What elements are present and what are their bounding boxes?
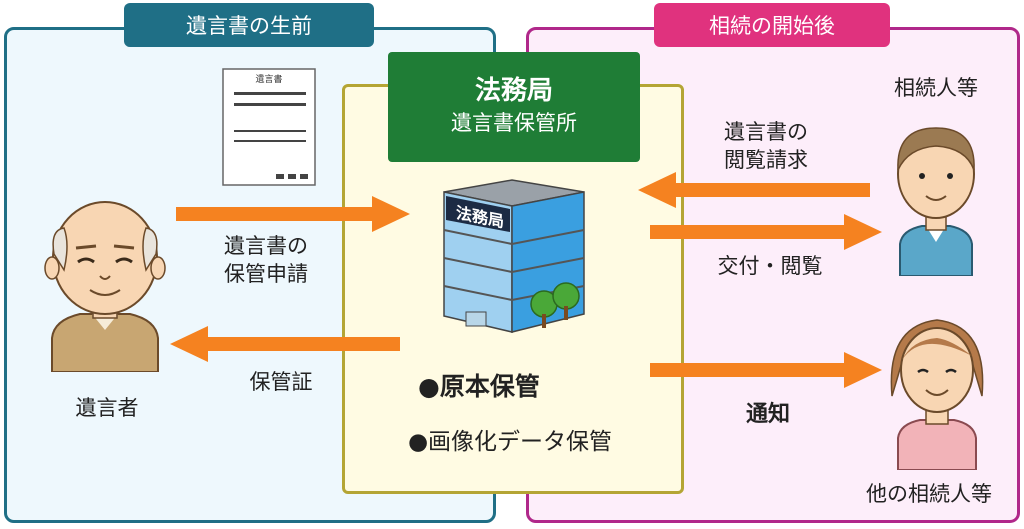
feature-original: ●原本保管 xyxy=(418,372,540,401)
office-title: 法務局 xyxy=(474,76,553,107)
application-arrow xyxy=(176,196,410,232)
office-building-icon: 法務局 xyxy=(436,172,596,338)
notice-label: 通知 xyxy=(746,402,791,427)
document-title: 遺言書 xyxy=(255,73,282,85)
delivery-label: 交付・閲覧 xyxy=(717,254,823,278)
heir-man-icon xyxy=(886,112,986,276)
certificate-label: 保管証 xyxy=(249,370,313,394)
before-section-title: 遺言書の生前 xyxy=(124,3,374,47)
delivery-arrow xyxy=(650,214,882,250)
feature-image-data: ●画像化データ保管 xyxy=(407,429,613,455)
request-arrow xyxy=(638,172,870,208)
heir-label: 相続人等 xyxy=(894,76,978,100)
will-document-icon: 遺言書 xyxy=(222,68,316,186)
after-section-title: 相続の開始後 xyxy=(654,3,890,47)
testator-label: 遺言者 xyxy=(75,396,139,420)
notice-arrow xyxy=(650,352,882,388)
office-subtitle: 遺言書保管所 xyxy=(451,111,577,136)
other-heir-woman-icon xyxy=(882,306,992,470)
certificate-arrow xyxy=(170,326,400,362)
request-label: 遺言書の 閲覧請求 xyxy=(724,120,808,172)
other-heirs-label: 他の相続人等 xyxy=(866,482,992,506)
application-label: 遺言書の 保管申請 xyxy=(224,234,308,286)
old-man-icon xyxy=(40,180,170,372)
office-header: 法務局 遺言書保管所 xyxy=(388,52,640,162)
